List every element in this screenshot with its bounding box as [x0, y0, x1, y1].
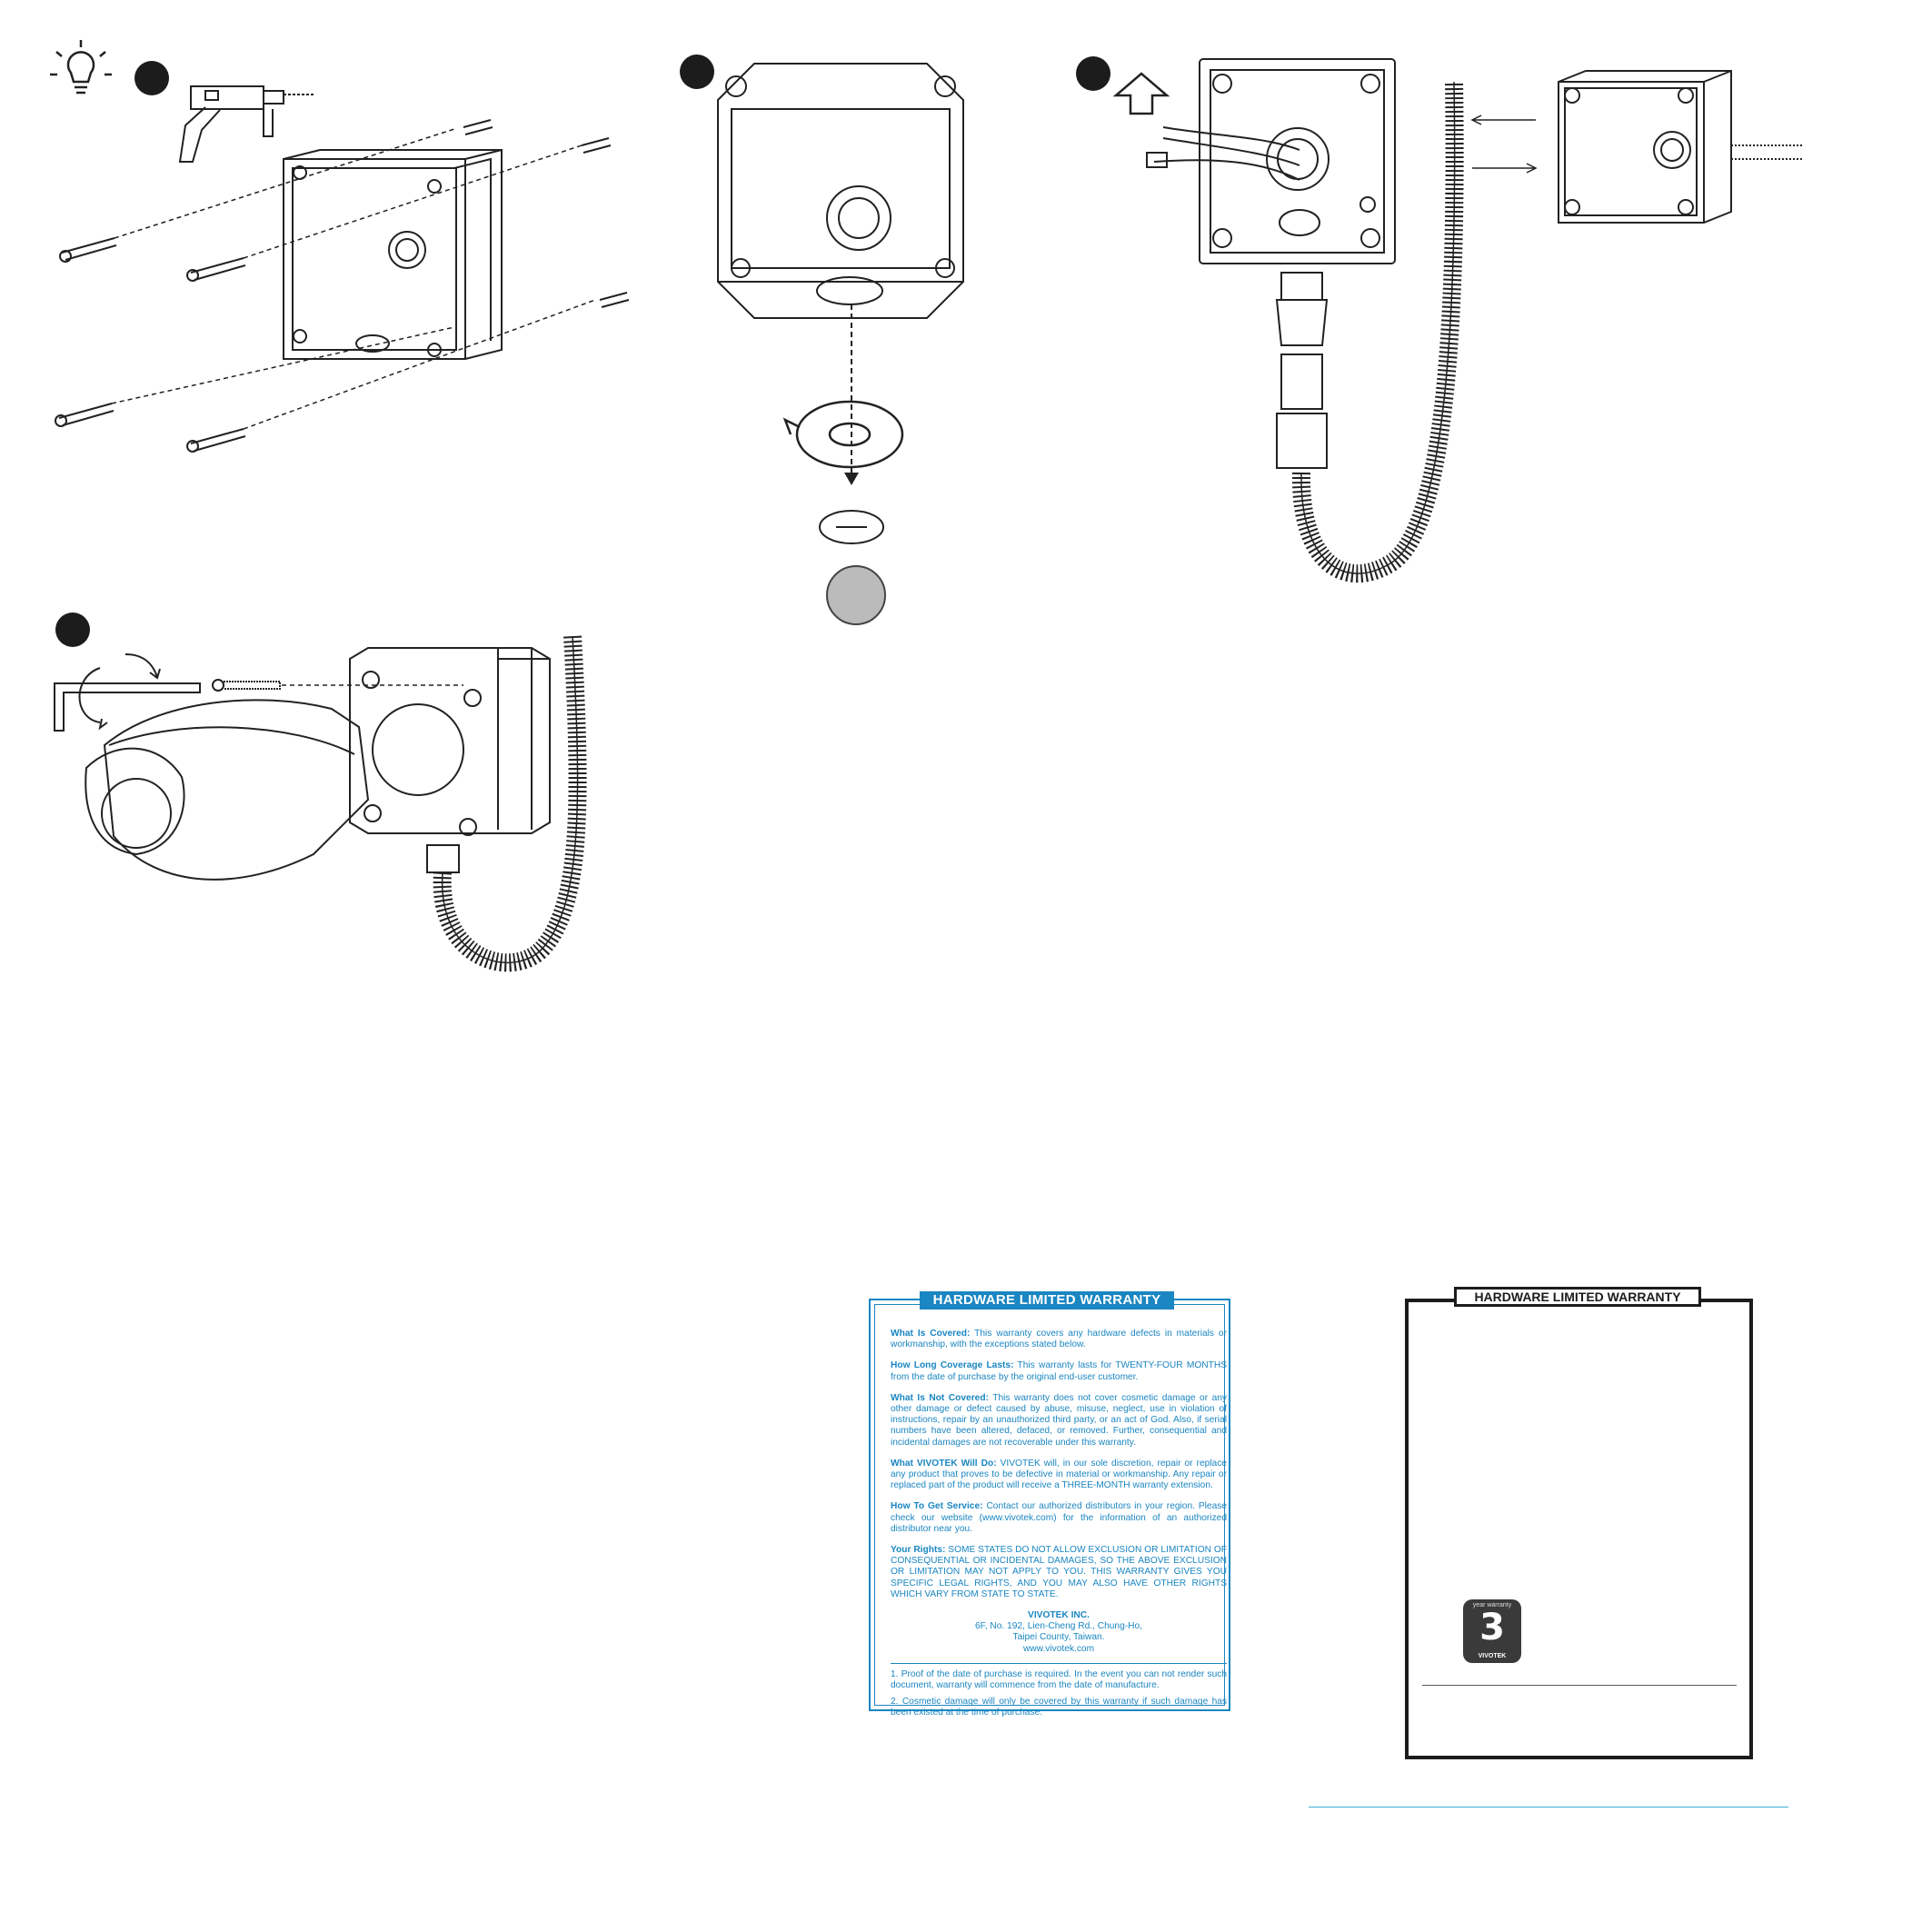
- section-text: This warranty covers any hardware defect…: [891, 1329, 1227, 1350]
- section-heading: Your Rights:: [891, 1545, 946, 1556]
- section-text: VIVOTEK will, in our sole discretion, re…: [891, 1458, 1227, 1491]
- up-arrow-icon: [1112, 72, 1170, 115]
- address-line-1: 6F, No. 192, Lien-Cheng Rd., Chung-Ho,: [974, 1621, 1143, 1632]
- warranty-section: What Is Covered: This warranty covers an…: [891, 1329, 1227, 1350]
- warranty-badge: year warranty 3 VIVOTEK: [1463, 1599, 1521, 1663]
- hex-key-icon: [54, 653, 201, 732]
- badge-brand: VIVOTEK: [1478, 1653, 1507, 1659]
- note-item: 2. Cosmetic damage will only be covered …: [891, 1697, 1227, 1718]
- warranty-section: How To Get Service: Contact our authoriz…: [891, 1501, 1227, 1535]
- company-website: www.vivotek.com: [1022, 1643, 1095, 1654]
- section-text: SOME STATES DO NOT ALLOW EXCLUSION OR LI…: [891, 1545, 1227, 1599]
- step1-lightbulb-icon: [50, 40, 112, 95]
- junction-box-3-open: [1146, 58, 1396, 264]
- arrowhead-down: [844, 473, 859, 485]
- step3-number-badge: [1076, 56, 1110, 91]
- section-heading: What VIVOTEK Will Do:: [891, 1458, 997, 1469]
- notes-divider: [891, 1662, 1227, 1664]
- warranty-section: How Long Coverage Lasts: This warranty l…: [891, 1360, 1227, 1382]
- step2-number-badge: [680, 55, 714, 89]
- note-item: 1. Proof of the date of purchase is requ…: [891, 1668, 1227, 1691]
- badge-number: 3: [1479, 1607, 1505, 1648]
- plug-cap: [819, 510, 884, 544]
- conduit-hose: [1291, 81, 1464, 583]
- warranty-card-black: [1405, 1299, 1753, 1759]
- step4-number-badge: [55, 612, 90, 647]
- dashed-guides-1: [111, 128, 596, 430]
- coin: [826, 565, 886, 625]
- section-text: Contact our authorized distributors in y…: [891, 1501, 1228, 1534]
- camera-assembly: [85, 647, 551, 881]
- drill-icon: [178, 85, 314, 163]
- warranty-section: What VIVOTEK Will Do: VIVOTEK will, in o…: [891, 1459, 1227, 1492]
- arrows-between-boxes: [1470, 115, 1538, 174]
- junction-box-2: [717, 63, 964, 319]
- mounting-screw: [212, 679, 281, 692]
- section-text: This warranty does not cover cosmetic da…: [891, 1392, 1227, 1448]
- warranty-notes: 1. Proof of the date of purchase is requ…: [891, 1669, 1227, 1719]
- warranty-title: HARDWARE LIMITED WARRANTY: [920, 1291, 1174, 1310]
- rotate-arrow-icon: [782, 400, 904, 469]
- junction-box-closed: [1558, 70, 1804, 224]
- conduit-hose-4: [433, 635, 587, 972]
- company-name: VIVOTEK INC.: [1028, 1610, 1090, 1621]
- section-text: This warranty lasts for TWENTY-FOUR MONT…: [891, 1360, 1227, 1382]
- section-heading: What Is Not Covered:: [891, 1392, 989, 1403]
- signature-line: [1422, 1685, 1737, 1686]
- bottom-divider: [1309, 1807, 1788, 1808]
- badge-caption: year warranty: [1472, 1602, 1512, 1608]
- cable-gland: [1275, 272, 1329, 469]
- junction-box-1: [283, 149, 503, 360]
- warranty-section: Your Rights: SOME STATES DO NOT ALLOW EX…: [891, 1545, 1227, 1600]
- company-address: VIVOTEK INC. 6F, No. 192, Lien-Cheng Rd.…: [891, 1610, 1227, 1655]
- warranty-card-title: HARDWARE LIMITED WARRANTY: [1454, 1287, 1701, 1307]
- section-heading: How To Get Service:: [891, 1501, 983, 1512]
- section-heading: How Long Coverage Lasts:: [891, 1360, 1014, 1371]
- warranty-section: What Is Not Covered: This warranty does …: [891, 1393, 1227, 1449]
- address-line-2: Taipei County, Taiwan.: [1012, 1632, 1105, 1643]
- warranty-body: What Is Covered: This warranty covers an…: [891, 1329, 1227, 1725]
- screws-and-anchors: [55, 119, 630, 453]
- section-heading: What Is Covered:: [891, 1329, 971, 1339]
- step1-number-badge: [134, 61, 169, 95]
